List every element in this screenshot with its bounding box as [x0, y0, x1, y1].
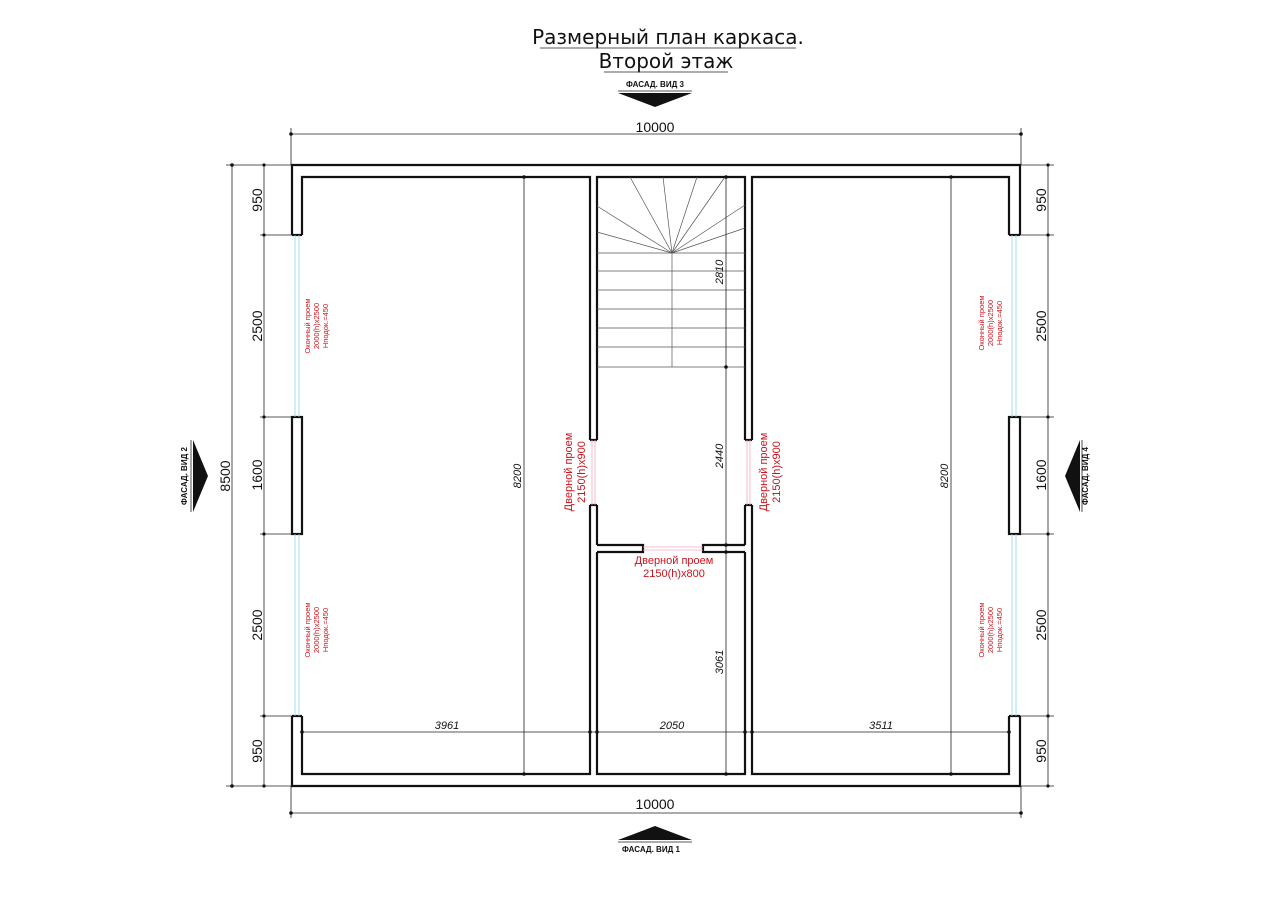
plan-title-line1: Размерный план каркаса. [532, 25, 804, 49]
svg-text:2000(h)x2500: 2000(h)x2500 [986, 300, 995, 346]
svg-text:Дверной проем: Дверной проем [563, 433, 575, 512]
facade-left-label: ФАСАД. ВИД 2 [180, 447, 189, 505]
svg-text:Оконный проем: Оконный проем [303, 298, 312, 353]
door-note-bottom-line1: Дверной проем [635, 555, 714, 567]
right-wall-pier [1007, 415, 1022, 536]
svg-text:2150(h)x900: 2150(h)x900 [771, 441, 783, 503]
dim-center-width: 2050 [659, 720, 685, 732]
facade-right-arrow [1065, 440, 1080, 512]
window-note-right-lower: Оконный проем 2000(h)x2500 Нподок.=450 [977, 602, 1004, 657]
svg-text:Нподок.=450: Нподок.=450 [321, 304, 330, 348]
svg-text:2000(h)x2500: 2000(h)x2500 [986, 607, 995, 653]
facade-right-label: ФАСАД. ВИД 4 [1081, 447, 1090, 505]
dim-left-seg-ticks [260, 163, 292, 788]
staircase [596, 176, 746, 368]
svg-text:Дверной проем: Дверной проем [758, 433, 770, 512]
facade-top-label: ФАСАД. ВИД 3 [626, 80, 684, 89]
dim-left-seg-3: 1600 [249, 459, 265, 490]
dim-tick [289, 811, 293, 815]
svg-text:Оконный проем: Оконный проем [303, 602, 312, 657]
dim-right-room-height: 8200 [939, 463, 951, 488]
dim-tick [230, 163, 234, 167]
dim-left-seg-5: 950 [249, 739, 265, 763]
window-note-left-lower: Оконный проем 2000(h)x2500 Нподок.=450 [303, 602, 330, 657]
dim-left-room-width: 3961 [435, 720, 459, 732]
window-glazing [294, 235, 1017, 716]
window-note-left-upper: Оконный проем 2000(h)x2500 Нподок.=450 [303, 298, 330, 353]
dim-right-seg-4: 2500 [1033, 609, 1049, 640]
door-note-bottom-line2: 2150(h)x800 [643, 568, 705, 580]
svg-text:Нподок.=450: Нподок.=450 [995, 608, 1004, 652]
plan-title-line2: Второй этаж [599, 49, 734, 73]
dim-right-seg-2: 2500 [1033, 310, 1049, 341]
facade-bottom-arrow [618, 826, 692, 840]
door-note-left: Дверной проем 2150(h)x900 [563, 433, 588, 512]
left-wall-pier [290, 415, 304, 536]
dim-tick [1019, 811, 1023, 815]
svg-text:Оконный проем: Оконный проем [977, 295, 986, 350]
svg-text:Нподок.=450: Нподок.=450 [321, 608, 330, 652]
dim-stair-length: 2810 [714, 259, 726, 285]
door-note-right: Дверной проем 2150(h)x900 [758, 433, 783, 512]
interior-dimension-lines [300, 175, 1011, 776]
dim-right-seg-1: 950 [1033, 188, 1049, 212]
svg-text:2150(h)x900: 2150(h)x900 [576, 441, 588, 503]
dim-overall-width-top: 10000 [636, 119, 675, 135]
svg-text:2000(h)x2500: 2000(h)x2500 [312, 303, 321, 349]
window-note-right-upper: Оконный проем 2000(h)x2500 Нподок.=450 [977, 295, 1004, 350]
facade-left-arrow [193, 440, 208, 512]
outer-walls [290, 163, 1022, 788]
dim-lower-room-length: 3061 [714, 650, 726, 674]
facade-top-arrow [618, 93, 692, 107]
dim-left-seg-1: 950 [249, 188, 265, 212]
svg-text:2000(h)x2500: 2000(h)x2500 [312, 607, 321, 653]
dim-right-seg-ticks [1020, 163, 1054, 788]
dim-tick [1019, 132, 1023, 136]
svg-text:Оконный проем: Оконный проем [977, 602, 986, 657]
dim-left-seg-4: 2500 [249, 609, 265, 640]
dim-overall-width-bottom: 10000 [636, 796, 675, 812]
dim-tick [230, 784, 234, 788]
dim-tick [289, 132, 293, 136]
dim-right-seg-5: 950 [1033, 739, 1049, 763]
inner-partition [597, 543, 745, 554]
door-openings [591, 440, 751, 551]
dim-hall-length: 2440 [714, 443, 726, 469]
dim-left-room-height: 8200 [512, 463, 524, 488]
svg-text:Нподок.=450: Нподок.=450 [995, 301, 1004, 345]
facade-bottom-label: ФАСАД. ВИД 1 [622, 845, 680, 854]
dim-right-seg-3: 1600 [1033, 459, 1049, 490]
dim-right-room-width: 3511 [869, 720, 893, 732]
dim-left-seg-2: 2500 [249, 310, 265, 341]
dim-overall-height: 8500 [217, 460, 233, 491]
